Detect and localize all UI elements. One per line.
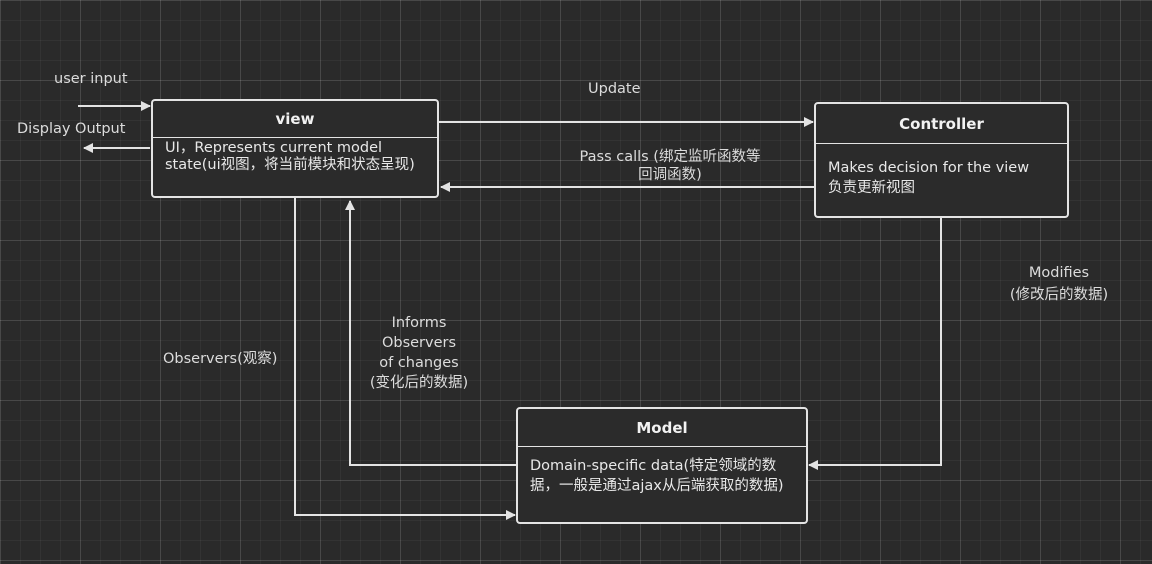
pass-calls-label-line2: 回调函数) bbox=[638, 167, 702, 183]
informs-label-line3: of changes bbox=[379, 355, 459, 371]
arrow-modifies bbox=[808, 217, 942, 470]
modifies-label-line2: (修改后的数据) bbox=[1009, 287, 1109, 303]
display-output-label: Display Output bbox=[17, 121, 126, 137]
controller-description-line1: Makes decision for the view bbox=[828, 160, 1030, 176]
pass-calls-label: Pass calls (绑定监听函数等 回调函数) bbox=[565, 147, 775, 185]
informs-label-line2: Observers bbox=[381, 335, 457, 351]
view-description: UI，Represents current model state(ui视图，将… bbox=[165, 140, 415, 173]
observers-label: Observers(观察) bbox=[163, 351, 278, 367]
model-title: Model bbox=[518, 409, 806, 447]
modifies-label-line1: Modifies bbox=[1028, 265, 1090, 281]
informs-label-line4: (变化后的数据) bbox=[369, 375, 469, 391]
model-description: Domain-specific data(特定领域的数据，一般是通过ajax从后… bbox=[530, 458, 784, 494]
arrow-observers bbox=[294, 198, 516, 520]
modifies-label: Modifies (修改后的数据) bbox=[1000, 263, 1118, 305]
pass-calls-label-line1: Pass calls (绑定监听函数等 bbox=[579, 149, 761, 165]
view-node[interactable]: view UI，Represents current model state(u… bbox=[151, 99, 439, 198]
model-node[interactable]: Model Domain-specific data(特定领域的数据，一般是通过… bbox=[516, 407, 808, 524]
controller-description-line2: 负责更新视图 bbox=[828, 180, 915, 196]
user-input-label: user input bbox=[54, 71, 128, 87]
view-title: view bbox=[153, 101, 437, 138]
informs-label-line1: Informs bbox=[391, 315, 447, 331]
update-label: Update bbox=[588, 81, 641, 97]
informs-label: Informs Observers of changes (变化后的数据) bbox=[355, 313, 483, 393]
controller-node[interactable]: Controller Makes decision for the view 负… bbox=[814, 102, 1069, 218]
controller-description: Makes decision for the view 负责更新视图 bbox=[816, 144, 1067, 197]
arrow-informs bbox=[345, 200, 517, 466]
controller-title: Controller bbox=[816, 104, 1067, 144]
